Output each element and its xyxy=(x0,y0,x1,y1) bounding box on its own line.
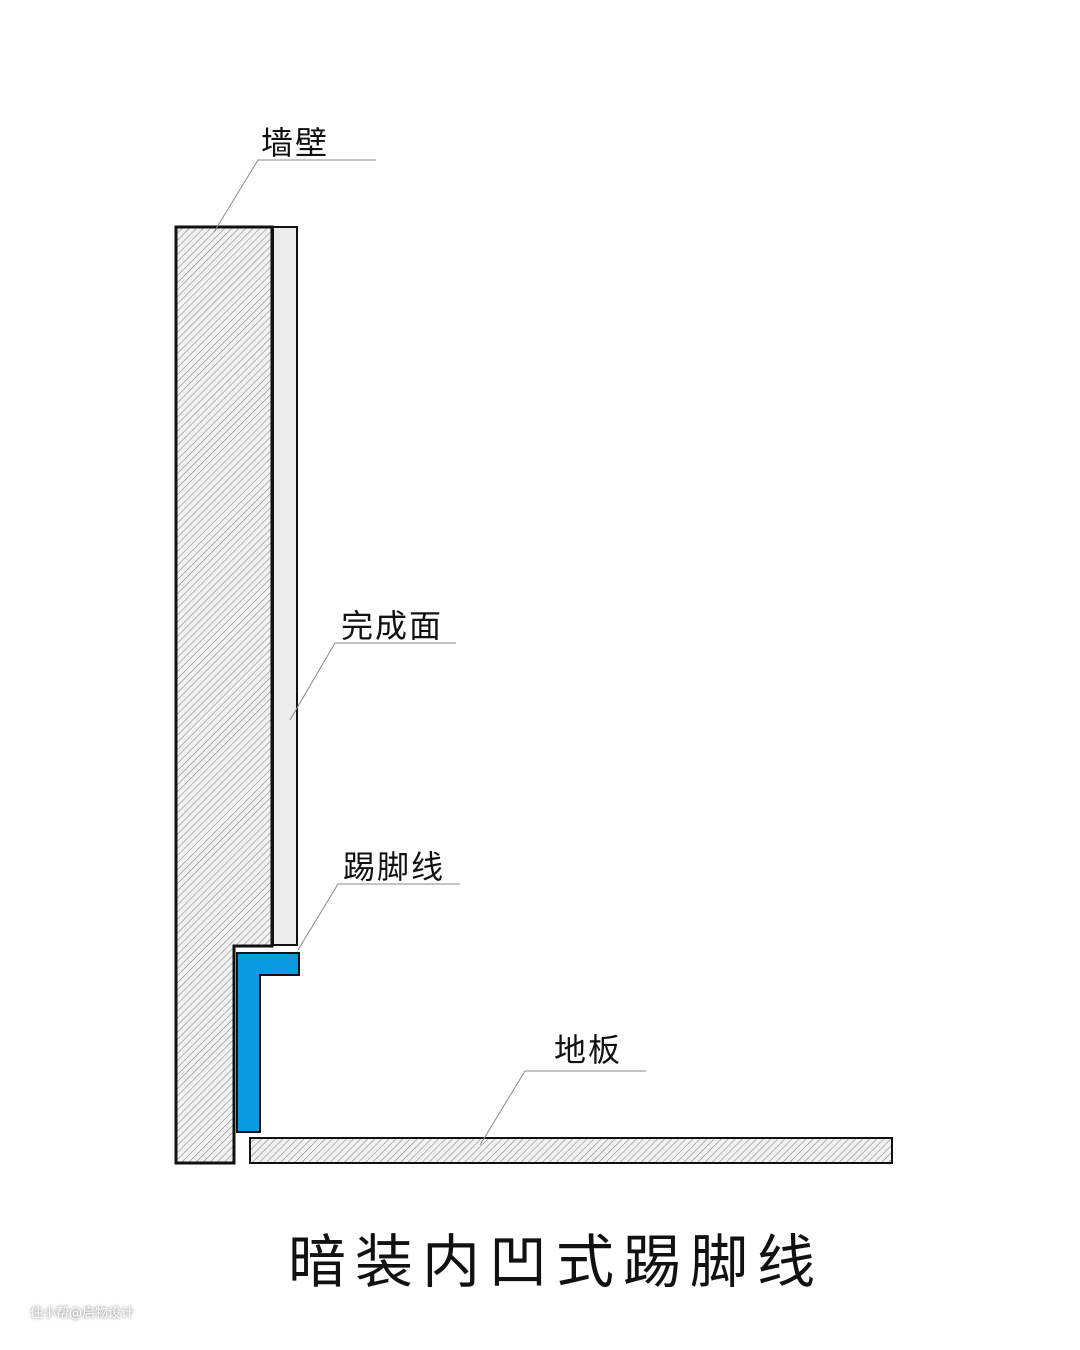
diagram-title: 暗装内凹式踢脚线 xyxy=(288,1228,825,1296)
label-finish-surface: 完成面 xyxy=(341,607,444,645)
baseboard-profile xyxy=(236,952,300,1133)
floor xyxy=(249,1137,893,1164)
watermark: 住小帮@启物设计 xyxy=(30,1306,135,1321)
label-floor: 地板 xyxy=(554,1031,623,1069)
label-wall: 墙壁 xyxy=(261,124,330,162)
leader-lines xyxy=(213,159,646,1146)
label-baseboard: 踢脚线 xyxy=(343,848,446,886)
finish-layer xyxy=(272,226,298,946)
